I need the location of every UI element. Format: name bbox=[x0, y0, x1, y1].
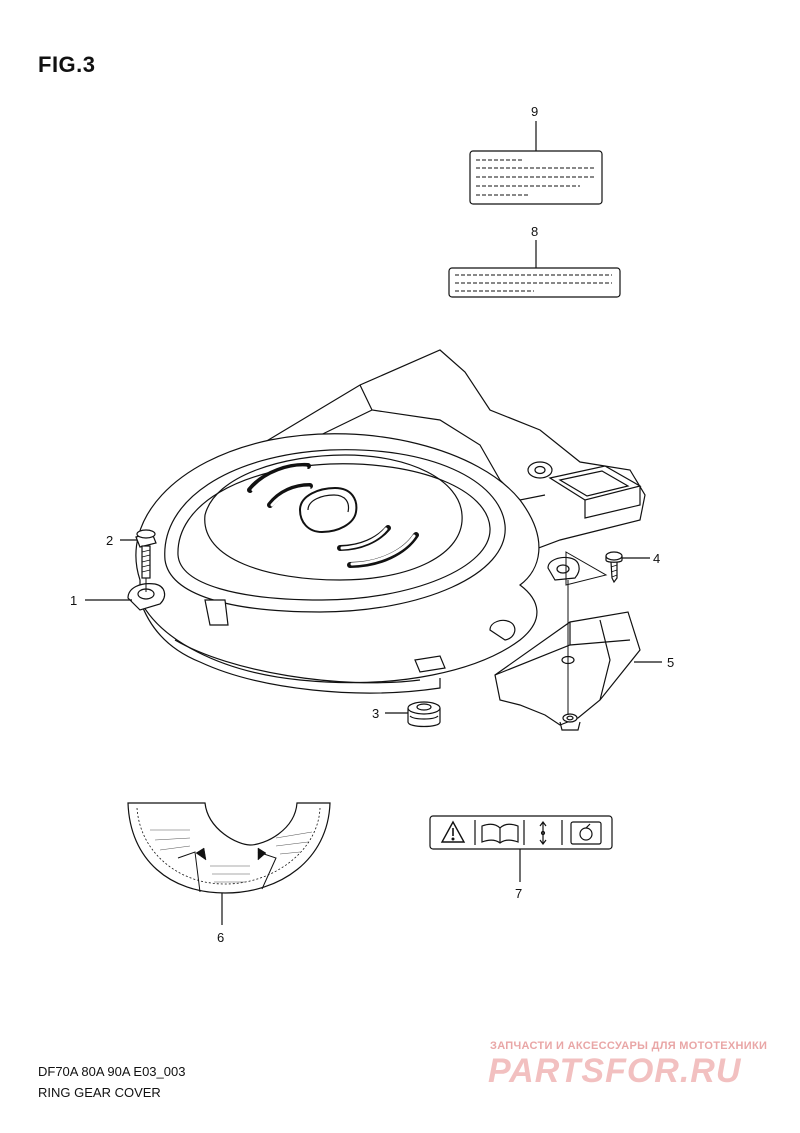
callout-6[interactable]: 6 bbox=[217, 930, 224, 945]
callout-5[interactable]: 5 bbox=[667, 655, 674, 670]
watermark-tagline: ЗАПЧАСТИ И АКСЕССУАРЫ ДЛЯ МОТОТЕХНИКИ bbox=[490, 1040, 768, 1052]
part-1-ring-gear-cover[interactable] bbox=[127, 349, 646, 694]
callout-9[interactable]: 9 bbox=[531, 104, 538, 119]
watermark-brand: PARTSFOR.RU bbox=[488, 1052, 742, 1090]
callout-1[interactable]: 1 bbox=[70, 593, 77, 608]
callout-7[interactable]: 7 bbox=[515, 886, 522, 901]
callout-8[interactable]: 8 bbox=[531, 224, 538, 239]
warning-icon bbox=[440, 820, 466, 843]
model-code: DF70A 80A 90A E03_003 bbox=[38, 1064, 186, 1079]
part-7-caution-decal[interactable] bbox=[429, 815, 613, 850]
part-4-screw[interactable] bbox=[605, 551, 623, 584]
tilt-arrows-icon bbox=[539, 821, 547, 845]
part-8-label[interactable] bbox=[448, 267, 621, 298]
callout-4[interactable]: 4 bbox=[653, 551, 660, 566]
assembly-name: RING GEAR COVER bbox=[38, 1085, 161, 1100]
part-6-decal[interactable] bbox=[127, 802, 331, 894]
assembly-triangle-4 bbox=[565, 551, 608, 586]
part-2-bolt[interactable] bbox=[135, 529, 157, 579]
starter-icon bbox=[570, 821, 602, 845]
figure-title: FIG.3 bbox=[38, 52, 96, 77]
callout-2[interactable]: 2 bbox=[106, 533, 113, 548]
part-3-grommet[interactable] bbox=[407, 701, 441, 728]
part-9-label[interactable] bbox=[469, 150, 603, 205]
callout-3[interactable]: 3 bbox=[372, 706, 379, 721]
manual-book-icon bbox=[481, 823, 519, 844]
